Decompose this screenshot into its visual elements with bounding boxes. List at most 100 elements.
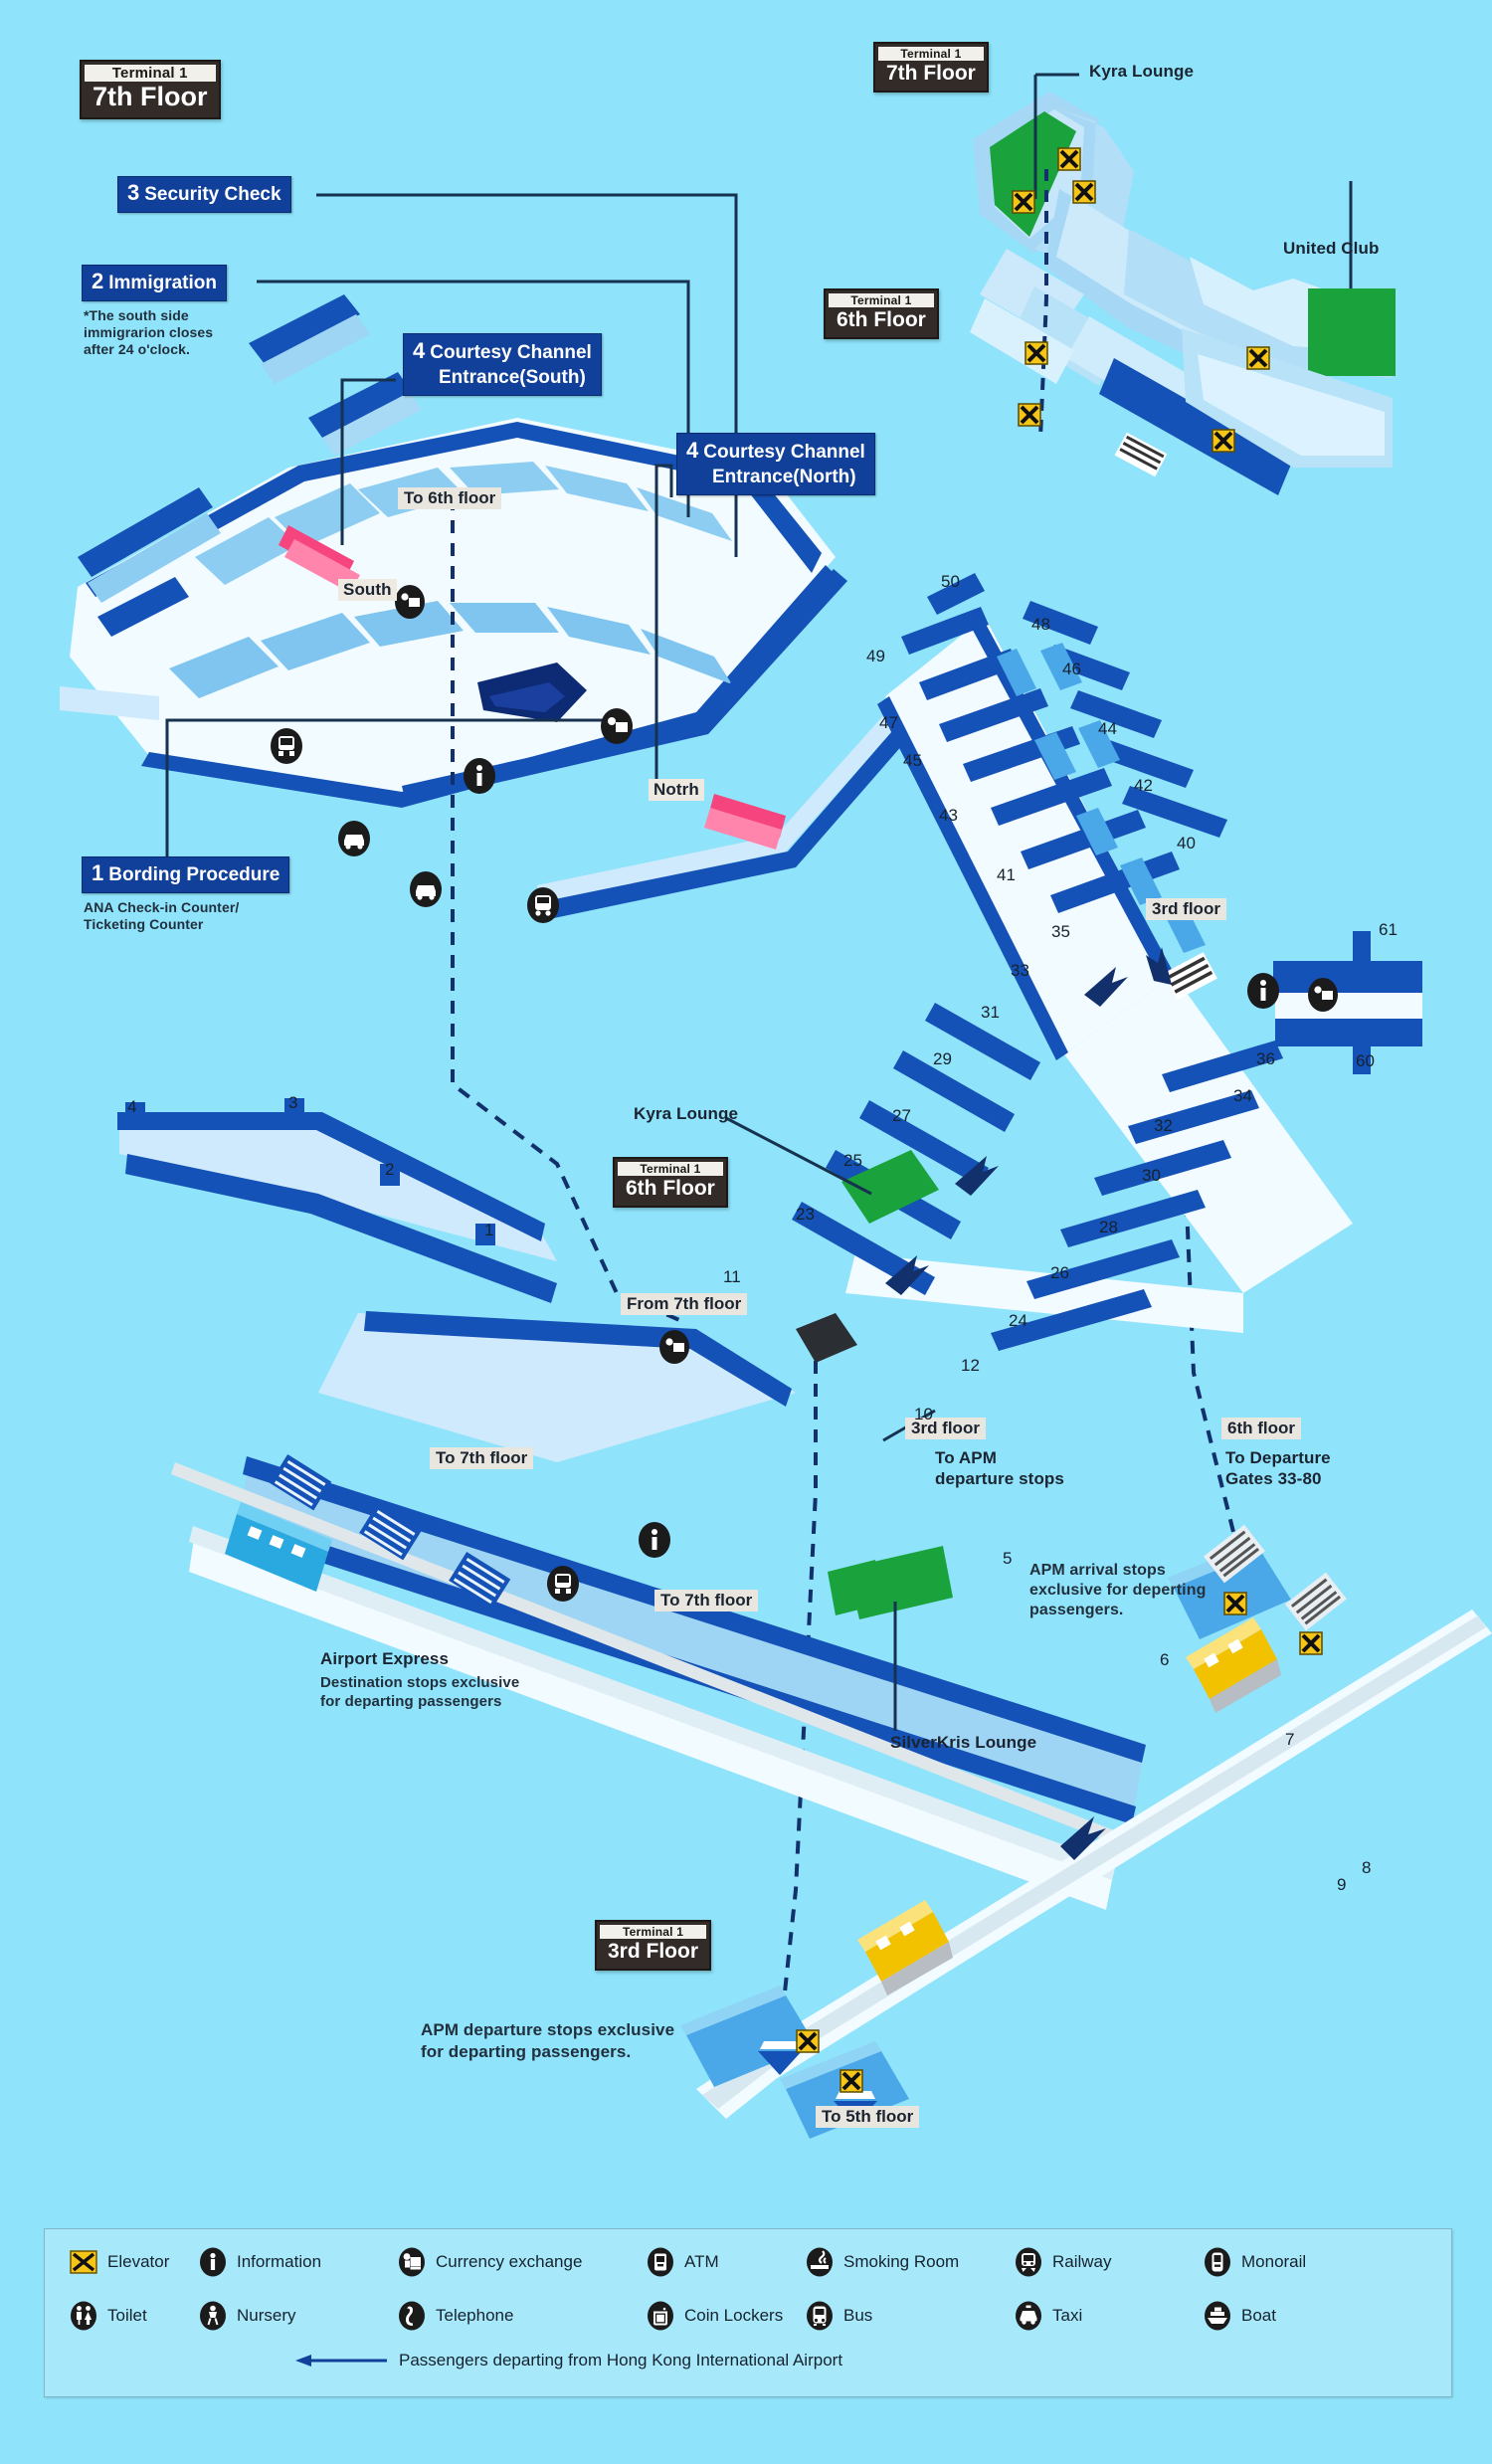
floor-badge-terminal: Terminal 1 (600, 1925, 707, 1939)
floor-badge-terminal: Terminal 1 (829, 293, 934, 307)
legend-footnote-label: Passengers departing from Hong Kong Inte… (399, 2351, 843, 2369)
apm-departure-note: APM departure stops exclusive for depart… (421, 2020, 675, 2061)
currency-exchange-icon (397, 2247, 427, 2277)
legend-row-2: Toilet Nursery Telephone Coin Lockers Bus Tax… (69, 2301, 1382, 2331)
callout-label-line2: Entrance(North) (712, 467, 856, 487)
callout-label-line1: Courtesy Channel (703, 442, 865, 463)
toilet-icon (69, 2301, 98, 2331)
callout-number: 1 (92, 860, 104, 885)
floor-badge-6f-main: Terminal 1 6th Floor (613, 1157, 728, 1208)
gate-number: 29 (933, 1049, 952, 1068)
callout-number: 4 (413, 338, 426, 363)
callout-label: Immigration (108, 273, 217, 293)
gate-number: 42 (1134, 776, 1153, 795)
immigration-note: *The south side immigrarion closes after… (84, 307, 214, 357)
floor-badge-floor: 7th Floor (93, 82, 208, 111)
to-departure-gates: To Departure Gates 33-80 (1225, 1448, 1331, 1488)
legend-item-atm: ATM (646, 2247, 805, 2277)
gate-number: 3 (288, 1093, 298, 1112)
elevator-icon (69, 2247, 98, 2277)
legend-item-monorail: Monorail (1203, 2247, 1382, 2277)
floor-badge-7f-inset: Terminal 1 7th Floor (873, 42, 989, 93)
airport-express-note: Destination stops exclusive for departin… (320, 1674, 520, 1710)
gate-number: 33 (1011, 961, 1029, 980)
callout-number: 3 (127, 180, 140, 205)
gate-number: 10 (914, 1405, 933, 1423)
legend-item-label: Toilet (107, 2306, 147, 2325)
gate-number: 32 (1154, 1116, 1173, 1135)
floor-badge-floor: 6th Floor (837, 308, 926, 331)
legend-item-label: Telephone (436, 2306, 514, 2325)
label-to-7th-floor-a: To 7th floor (430, 1447, 534, 1469)
floor-badge-terminal: Terminal 1 (85, 65, 216, 82)
legend-item-railway: Railway (1014, 2247, 1203, 2277)
legend-item-elevator: Elevator (69, 2247, 198, 2277)
gate-number: 9 (1337, 1875, 1347, 1894)
label-3rd-floor-pier: 3rd floor (1146, 898, 1226, 920)
legend-item-coin-lockers: Coin Lockers (646, 2301, 805, 2331)
legend-item-boat: Boat (1203, 2301, 1382, 2331)
legend-item-currency-exchange: Currency exchange (397, 2247, 646, 2277)
label-3rd-floor-apm: 3rd floor (905, 1418, 986, 1439)
gate-number: 41 (997, 865, 1016, 884)
legend-item-label: Taxi (1052, 2306, 1083, 2325)
callout-label: Bording Procedure (108, 864, 280, 885)
terminal-7th-floor-shapes (60, 294, 917, 919)
gate-number: 26 (1050, 1263, 1069, 1282)
floor-badge-floor: 6th Floor (626, 1177, 715, 1200)
floor-badge-floor: 7th Floor (886, 62, 976, 85)
label-to-5th-floor: To 5th floor (816, 2106, 920, 2128)
gate-number: 60 (1356, 1051, 1375, 1070)
railway-icon (1014, 2247, 1043, 2277)
gate-number: 4 (127, 1097, 137, 1116)
legend-item-smoking-room: Smoking Room (805, 2247, 1014, 2277)
legend-item-label: ATM (684, 2252, 719, 2271)
gate-number: 28 (1099, 1218, 1118, 1236)
gate-number: 35 (1051, 922, 1070, 941)
floor-badge-floor: 3rd Floor (608, 1940, 699, 1963)
label-to-6th-floor: To 6th floor (398, 487, 502, 509)
nursery-icon (198, 2301, 228, 2331)
gate-number: 46 (1062, 660, 1081, 678)
label-6th-floor-gates: 6th floor (1221, 1418, 1301, 1439)
gate-number: 44 (1098, 719, 1117, 738)
legend-item-nursery: Nursery (198, 2301, 397, 2331)
gate-number: 6 (1160, 1650, 1170, 1669)
monorail-icon (1203, 2247, 1232, 2277)
floor-badge-3f-main: Terminal 1 3rd Floor (595, 1920, 712, 1971)
label-south: South (338, 579, 397, 601)
label-silverkris-lounge: SilverKris Lounge (890, 1733, 1037, 1752)
information-icon (198, 2247, 228, 2277)
lower-left-concourse (117, 1098, 1146, 1910)
callout-number: 2 (92, 269, 104, 293)
legend-item-toilet: Toilet (69, 2301, 198, 2331)
gate-number: 49 (866, 647, 885, 665)
gate-number: 47 (879, 713, 898, 732)
legend-item-information: Information (198, 2247, 397, 2277)
gate-number: 2 (385, 1160, 395, 1179)
inset-7th-floor-shapes (970, 73, 1396, 495)
gate-number: 27 (892, 1106, 911, 1125)
apm-3rd-floor (680, 1409, 1492, 2139)
gate-number: 45 (903, 751, 922, 770)
legend-item-taxi: Taxi (1014, 2301, 1203, 2331)
legend-item-label: Coin Lockers (684, 2306, 784, 2325)
apm-arrival-note: APM arrival stops exclusive for depertin… (1029, 1562, 1207, 1618)
smoking-room-icon (805, 2247, 835, 2277)
gate-number: 40 (1177, 834, 1196, 853)
legend-item-telephone: Telephone (397, 2301, 646, 2331)
legend-item-label: Boat (1241, 2306, 1276, 2325)
legend-item-label: Bus (843, 2306, 873, 2325)
gate-number: 34 (1233, 1086, 1252, 1105)
gate-number: 43 (939, 806, 958, 825)
callout-number: 4 (686, 438, 699, 463)
boarding-procedure-sub: ANA Check-in Counter/ Ticketing Counter (84, 899, 240, 932)
legend-item-label: Monorail (1241, 2252, 1307, 2271)
